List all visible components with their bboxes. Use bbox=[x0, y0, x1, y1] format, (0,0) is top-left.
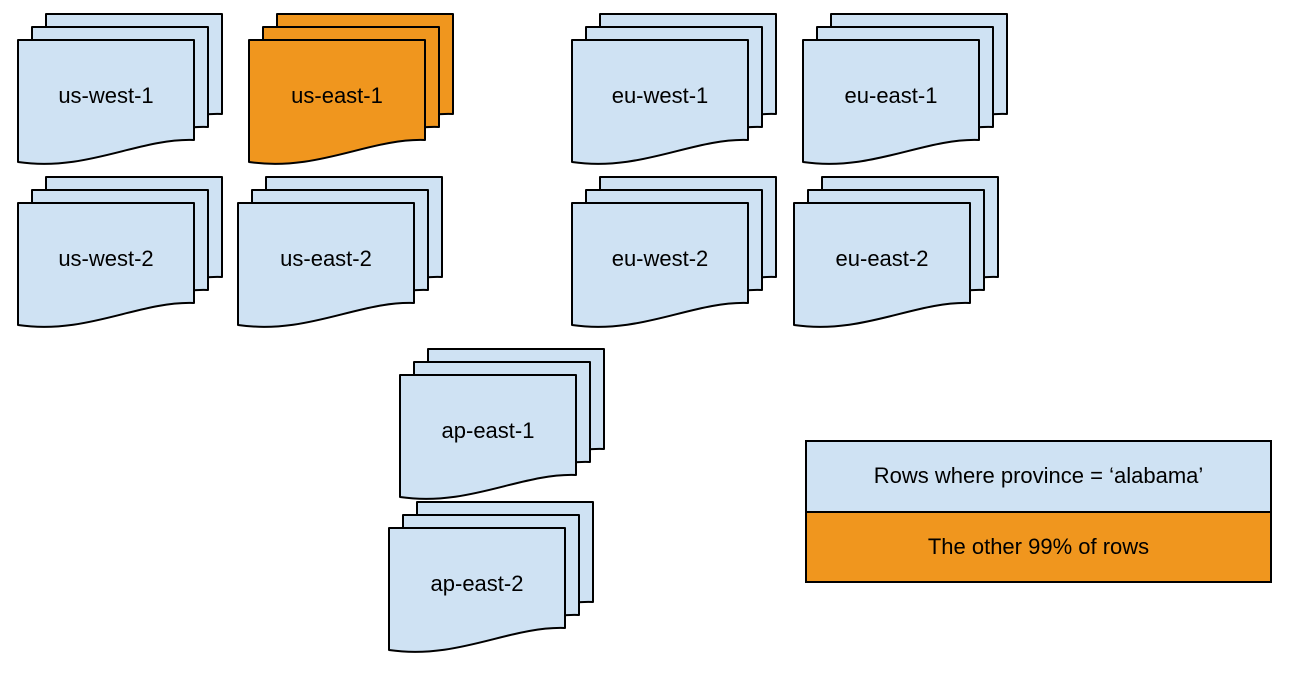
region-stack-eu-east-1: eu-east-1 bbox=[802, 13, 1009, 169]
multi-document-icon bbox=[248, 13, 454, 165]
legend-item-alabama-rows: Rows where province = ‘alabama’ bbox=[807, 442, 1270, 513]
region-stack-us-west-2: us-west-2 bbox=[17, 176, 224, 332]
region-stack-eu-east-2: eu-east-2 bbox=[793, 176, 1000, 332]
region-stack-ap-east-2: ap-east-2 bbox=[388, 501, 595, 657]
multi-document-icon bbox=[571, 176, 777, 328]
multi-document-icon bbox=[399, 348, 605, 500]
multi-document-icon bbox=[802, 13, 1008, 165]
region-stack-us-east-1: us-east-1 bbox=[248, 13, 455, 169]
region-stack-eu-west-2: eu-west-2 bbox=[571, 176, 778, 332]
region-stack-ap-east-1: ap-east-1 bbox=[399, 348, 606, 504]
multi-document-icon bbox=[237, 176, 443, 328]
legend-item-other-rows: The other 99% of rows bbox=[807, 512, 1270, 581]
multi-document-icon bbox=[17, 13, 223, 165]
multi-document-icon bbox=[571, 13, 777, 165]
multi-document-icon bbox=[388, 501, 594, 653]
region-stack-eu-west-1: eu-west-1 bbox=[571, 13, 778, 169]
legend: Rows where province = ‘alabama’ The othe… bbox=[805, 440, 1272, 583]
region-stack-us-west-1: us-west-1 bbox=[17, 13, 224, 169]
multi-document-icon bbox=[793, 176, 999, 328]
legend-item-label: Rows where province = ‘alabama’ bbox=[873, 463, 1204, 489]
multi-document-icon bbox=[17, 176, 223, 328]
region-stack-us-east-2: us-east-2 bbox=[237, 176, 444, 332]
legend-item-label: The other 99% of rows bbox=[927, 533, 1150, 559]
